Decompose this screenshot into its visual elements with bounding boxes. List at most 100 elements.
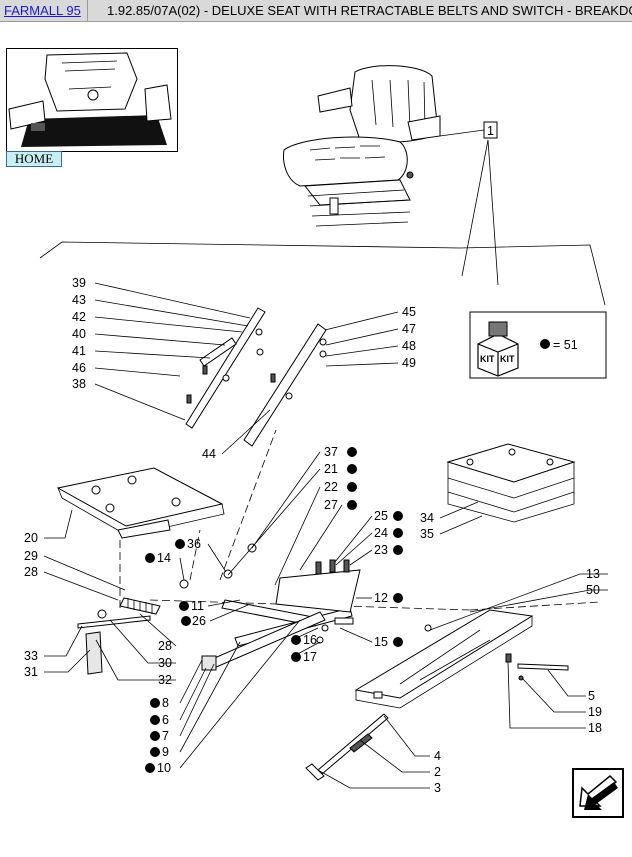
callout-33: 33 <box>24 649 38 663</box>
spring-assembly <box>77 597 161 675</box>
adjuster-rod <box>305 713 389 781</box>
callout-21: 21 <box>324 462 338 476</box>
callout-29: 29 <box>24 549 38 563</box>
callout-2: 2 <box>434 765 441 779</box>
kit-badge-text-2: KIT <box>500 354 515 364</box>
callout-27: 27 <box>324 498 338 512</box>
leader-48 <box>325 345 399 357</box>
leader-36 <box>207 543 227 573</box>
title-bar: FARMALL 95 1.92.85/07A(02) - DELUXE SEAT… <box>0 0 632 22</box>
callout-11: 11 <box>191 599 204 613</box>
leader-28b <box>139 613 177 647</box>
callout-12: 12 <box>374 591 388 605</box>
callout-49: 49 <box>402 356 416 370</box>
leader-40 <box>94 333 226 346</box>
title-separator <box>87 0 88 21</box>
leader-14 <box>179 557 185 581</box>
leader-19 <box>521 677 586 713</box>
leader-21 <box>227 468 321 576</box>
callout-16: 16 <box>303 633 317 647</box>
callout-28b: 28 <box>158 639 172 653</box>
callout-13: 13 <box>586 567 600 581</box>
leader-1-bottom <box>487 139 499 286</box>
kit-box-icon <box>477 321 519 377</box>
scissor-linkage <box>179 543 361 671</box>
leader-34 <box>439 501 479 519</box>
callout-40: 40 <box>72 327 86 341</box>
lower-frame <box>354 609 569 709</box>
leader-callout-1 <box>439 129 485 137</box>
callout-25: 25 <box>374 509 388 523</box>
home-button[interactable]: HOME <box>6 151 62 167</box>
callout-numbers: 39 43 42 40 41 46 38 44 45 47 48 49 34 3… <box>24 276 602 795</box>
callout-44: 44 <box>202 447 216 461</box>
callout-1: 1 <box>487 124 494 138</box>
leader-41 <box>94 350 211 359</box>
leader-4 <box>383 715 430 757</box>
leader-43 <box>94 299 249 327</box>
callout-22: 22 <box>324 480 338 494</box>
leader-18 <box>507 661 586 729</box>
dashed-guides <box>119 429 601 611</box>
callout-bullets <box>145 447 403 773</box>
leader-30 <box>109 619 176 664</box>
callout-5: 5 <box>588 689 595 703</box>
seat-assembly <box>283 65 441 227</box>
kit-bullet-icon <box>540 339 550 349</box>
callout-17: 17 <box>303 650 317 664</box>
callout-47: 47 <box>402 322 416 336</box>
leader-15 <box>339 627 373 643</box>
callout-28a: 28 <box>24 565 38 579</box>
leader-38 <box>94 383 186 421</box>
kit-badge-text: KIT <box>480 354 495 364</box>
callout-15: 15 <box>374 635 388 649</box>
callout-46: 46 <box>72 361 86 375</box>
leader-45 <box>324 311 399 331</box>
leader-37 <box>251 451 321 549</box>
exploded-diagram: 1 KIT KIT = 51 <box>24 65 608 795</box>
callout-3: 3 <box>434 781 441 795</box>
model-link[interactable]: FARMALL 95 <box>4 3 81 18</box>
leader-5 <box>547 669 586 697</box>
leader-33 <box>44 625 83 657</box>
leader-42 <box>94 316 243 333</box>
callout-32: 32 <box>158 673 172 687</box>
section-outline <box>39 241 606 306</box>
leader-29 <box>43 555 126 591</box>
leader-8 <box>179 659 203 704</box>
callout-24: 24 <box>374 526 388 540</box>
bellows-cover <box>446 443 576 523</box>
leader-1-top <box>461 139 489 277</box>
leader-20 <box>44 509 73 539</box>
leader-24 <box>335 532 373 566</box>
callout-18: 18 <box>588 721 602 735</box>
tractor-thumbnail[interactable] <box>6 48 178 152</box>
leader-28a <box>43 571 119 601</box>
diagram-canvas: 1 KIT KIT = 51 <box>0 22 632 852</box>
leader-46 <box>94 367 181 377</box>
callout-19: 19 <box>588 705 602 719</box>
callout-36: 36 <box>187 537 201 551</box>
base-plate <box>56 467 225 539</box>
callout-48: 48 <box>402 339 416 353</box>
leader-23 <box>349 549 373 566</box>
leader-49 <box>325 362 399 367</box>
callout-45: 45 <box>402 305 416 319</box>
arrow-down-left-icon <box>579 774 618 810</box>
callout-26: 26 <box>192 614 206 628</box>
leader-27 <box>299 504 343 571</box>
callout-42: 42 <box>72 310 86 324</box>
callout-23: 23 <box>374 543 388 557</box>
leader-32 <box>95 639 176 681</box>
leader-22 <box>274 486 321 586</box>
kit-equation: = 51 <box>553 338 578 352</box>
callout-31: 31 <box>24 665 38 679</box>
tractor-thumbnail-drawing <box>8 52 172 147</box>
callout-39: 39 <box>72 276 86 290</box>
callout-9: 9 <box>162 745 169 759</box>
leader-6 <box>179 667 207 721</box>
leader-11 <box>207 599 241 607</box>
leader-26 <box>209 604 249 622</box>
next-page-button[interactable] <box>572 768 624 818</box>
leader-50 <box>469 589 608 613</box>
